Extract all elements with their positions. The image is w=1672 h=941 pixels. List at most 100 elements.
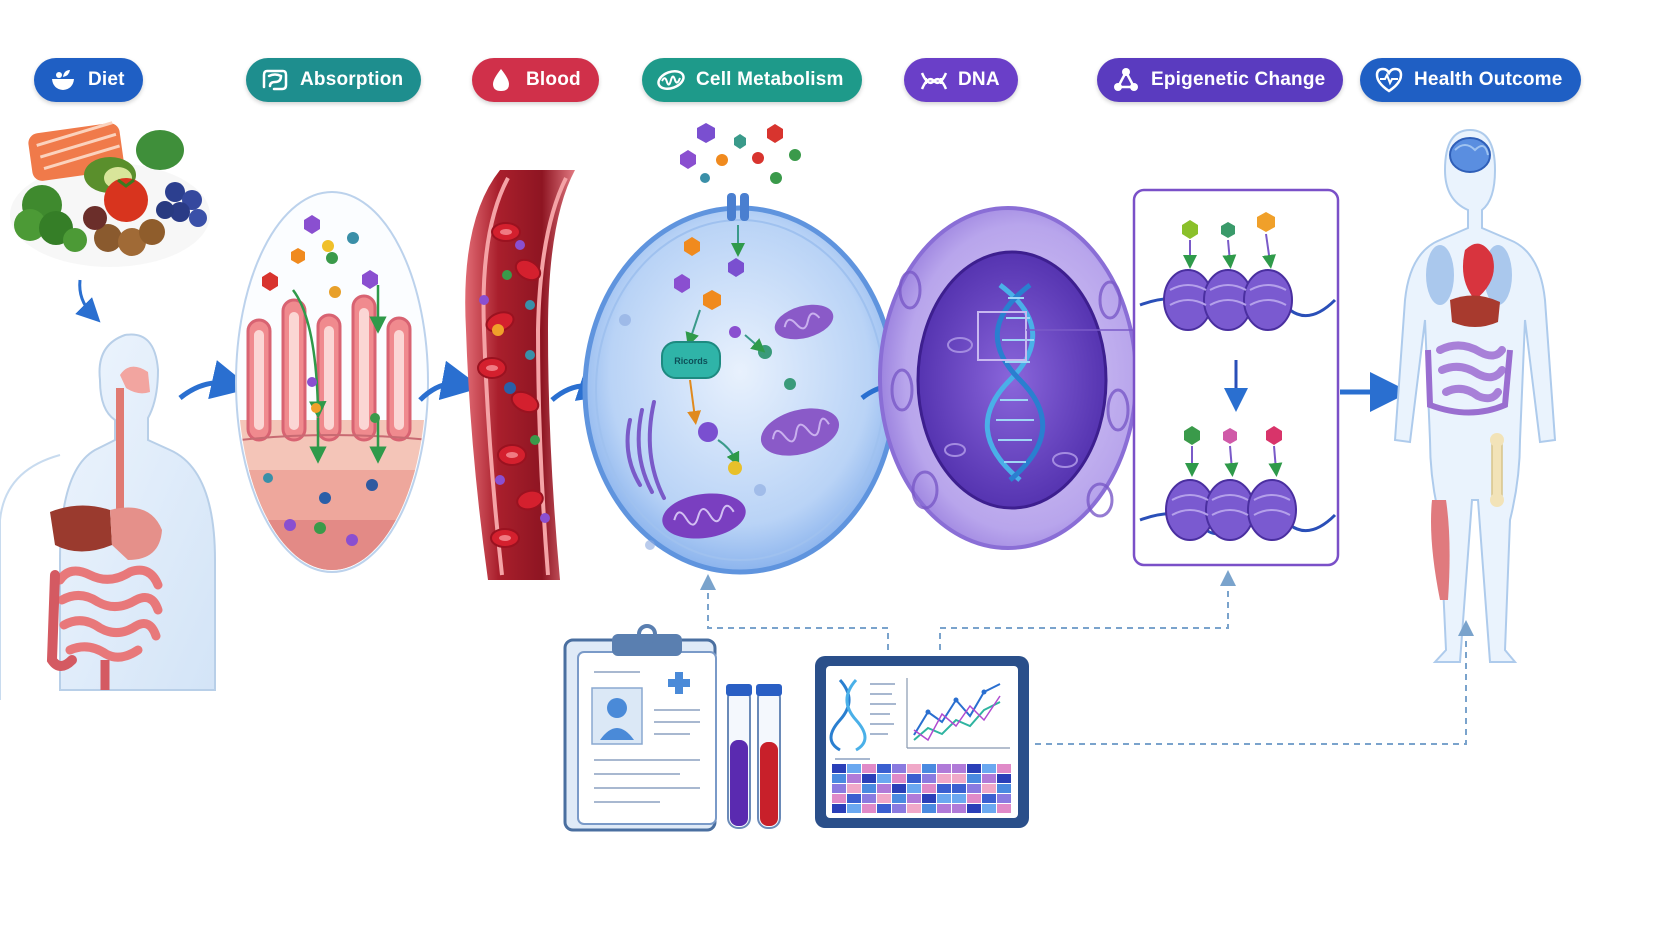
heatmap-cell [907, 784, 921, 793]
absorption-to-blood-arrow [418, 360, 482, 402]
heatmap-cell [862, 794, 876, 803]
molecule-icon [1111, 65, 1141, 95]
heatmap-cell [892, 794, 906, 803]
stage-label: Absorption [300, 69, 404, 90]
heatmap-cell [967, 804, 981, 813]
intestine-icon [260, 65, 290, 95]
heart-pulse-icon [1374, 65, 1404, 95]
stage-pill-absorption: Absorption [246, 58, 422, 102]
heatmap-cell [862, 784, 876, 793]
heatmap-cell [892, 804, 906, 813]
heatmap-cell [997, 804, 1011, 813]
enzyme-shape [661, 341, 721, 379]
heatmap-cell [982, 774, 996, 783]
feedback-dashed-arrows [700, 570, 1474, 745]
heatmap-cell [862, 774, 876, 783]
heatmap-cell [847, 784, 861, 793]
blood-drop-icon [486, 65, 516, 95]
digestive-body-illustration [0, 333, 216, 700]
heatmap-cell [847, 794, 861, 803]
heatmap-cell [952, 804, 966, 813]
heatmap-grid [832, 764, 1011, 813]
heatmap-cell [937, 764, 951, 773]
heatmap-cell [892, 784, 906, 793]
heatmap-cell [877, 774, 891, 783]
heatmap-cell [937, 774, 951, 783]
stage-label: Epigenetic Change [1151, 69, 1326, 90]
stage-pill-cell-metabolism: Cell Metabolism [642, 58, 862, 102]
diet-to-body-arrow [75, 279, 101, 323]
genomic-data-tablet [815, 656, 1029, 828]
heatmap-cell [997, 784, 1011, 793]
heatmap-cell [877, 784, 891, 793]
stage-label: Blood [526, 69, 581, 90]
mitochondria-icon [656, 65, 686, 95]
heatmap-cell [982, 794, 996, 803]
heatmap-cell [862, 804, 876, 813]
heatmap-cell [832, 774, 846, 783]
heatmap-cell [937, 804, 951, 813]
heatmap-cell [982, 804, 996, 813]
diet-to-absorption-arrow [178, 360, 252, 400]
heatmap-cell [907, 764, 921, 773]
heatmap-cell [952, 774, 966, 783]
stage-pill-blood: Blood [472, 58, 599, 102]
food-illustration [10, 121, 210, 267]
heatmap-cell [877, 804, 891, 813]
heatmap-cell [907, 794, 921, 803]
heatmap-cell [937, 784, 951, 793]
heatmap-cell [997, 774, 1011, 783]
stage-pill-health-outcome: Health Outcome [1360, 58, 1581, 102]
dna-icon [918, 65, 948, 95]
heatmap-cell [982, 784, 996, 793]
heatmap-cell [832, 784, 846, 793]
salad-bowl-icon [48, 65, 78, 95]
stage-label: Diet [88, 69, 125, 90]
heatmap-cell [952, 784, 966, 793]
heatmap-cell [922, 764, 936, 773]
health-body-illustration [1393, 128, 1557, 663]
heatmap-cell [937, 794, 951, 803]
heatmap-cell [922, 794, 936, 803]
nucleus-illustration [878, 206, 1138, 550]
heatmap-cell [967, 784, 981, 793]
heatmap-cell [847, 774, 861, 783]
heatmap-cell [982, 764, 996, 773]
heatmap-cell [967, 774, 981, 783]
heatmap-cell [907, 774, 921, 783]
heatmap-cell [967, 764, 981, 773]
stage-label: DNA [958, 69, 1000, 90]
heatmap-cell [967, 794, 981, 803]
heatmap-cell [907, 804, 921, 813]
heatmap-cell [892, 764, 906, 773]
heatmap-cell [847, 804, 861, 813]
clinical-record-illustration [563, 624, 717, 832]
heatmap-cell [832, 764, 846, 773]
villi-illustration [235, 191, 429, 573]
heatmap-cell [922, 804, 936, 813]
stage-pill-dna: DNA [904, 58, 1018, 102]
heatmap-cell [892, 774, 906, 783]
heatmap-cell [952, 764, 966, 773]
stage-pill-epigenetic-change: Epigenetic Change [1097, 58, 1344, 102]
enzyme-label: Ricords [674, 356, 708, 366]
heatmap-cell [877, 794, 891, 803]
heatmap-cell [877, 764, 891, 773]
epigenetic-panel [1132, 188, 1340, 567]
heatmap-cell [997, 764, 1011, 773]
heatmap-cell [997, 794, 1011, 803]
heatmap-cell [922, 774, 936, 783]
blood-vessel-illustration [465, 170, 575, 580]
heatmap-cell [832, 794, 846, 803]
stage-pill-diet: Diet [34, 58, 143, 102]
heatmap-cell [832, 804, 846, 813]
stage-label: Cell Metabolism [696, 69, 844, 90]
heatmap-cell [952, 794, 966, 803]
cell-metabolism-illustration [582, 123, 898, 575]
heatmap-cell [922, 784, 936, 793]
blood-sample-tubes [726, 684, 782, 829]
heatmap-cell [862, 764, 876, 773]
heatmap-cell [847, 764, 861, 773]
stage-label: Health Outcome [1414, 69, 1563, 90]
